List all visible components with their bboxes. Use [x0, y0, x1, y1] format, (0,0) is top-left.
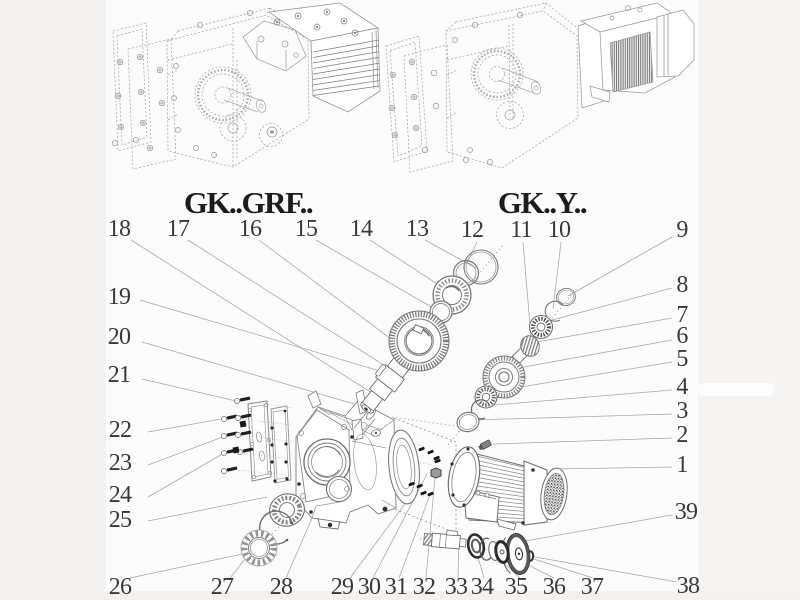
svg-text:17: 17 — [167, 216, 190, 242]
svg-text:15: 15 — [295, 216, 318, 242]
svg-text:13: 13 — [406, 216, 429, 242]
svg-text:6: 6 — [676, 323, 688, 349]
svg-text:21: 21 — [108, 362, 130, 388]
svg-text:22: 22 — [109, 417, 131, 443]
svg-text:28: 28 — [270, 574, 293, 600]
svg-text:7: 7 — [676, 302, 688, 328]
svg-text:GK..Y..: GK..Y.. — [498, 185, 587, 220]
svg-text:4: 4 — [676, 374, 688, 400]
svg-text:39: 39 — [675, 499, 698, 525]
svg-text:19: 19 — [108, 284, 131, 310]
svg-text:38: 38 — [677, 573, 700, 599]
svg-text:30: 30 — [358, 574, 381, 600]
svg-text:2: 2 — [676, 422, 687, 448]
svg-text:31: 31 — [385, 574, 407, 600]
svg-text:33: 33 — [445, 574, 468, 600]
svg-text:18: 18 — [108, 216, 131, 242]
svg-text:12: 12 — [461, 217, 483, 243]
svg-text:36: 36 — [543, 574, 566, 600]
svg-text:16: 16 — [239, 216, 262, 242]
svg-text:11: 11 — [510, 217, 532, 243]
svg-text:32: 32 — [413, 574, 435, 600]
svg-text:29: 29 — [331, 574, 354, 600]
svg-text:37: 37 — [581, 574, 604, 600]
svg-text:8: 8 — [676, 272, 688, 298]
svg-text:25: 25 — [109, 507, 132, 533]
svg-text:GK..GRF..: GK..GRF.. — [184, 185, 313, 220]
svg-text:26: 26 — [109, 574, 132, 600]
svg-text:27: 27 — [211, 574, 234, 600]
svg-text:1: 1 — [676, 452, 687, 478]
svg-text:35: 35 — [505, 574, 528, 600]
svg-text:23: 23 — [109, 450, 132, 476]
svg-text:14: 14 — [350, 216, 373, 242]
svg-text:10: 10 — [548, 217, 571, 243]
svg-text:34: 34 — [471, 574, 494, 600]
svg-text:20: 20 — [108, 324, 131, 350]
svg-text:24: 24 — [109, 482, 132, 508]
svg-text:9: 9 — [676, 217, 688, 243]
svg-text:3: 3 — [676, 398, 688, 424]
svg-text:5: 5 — [676, 346, 688, 372]
